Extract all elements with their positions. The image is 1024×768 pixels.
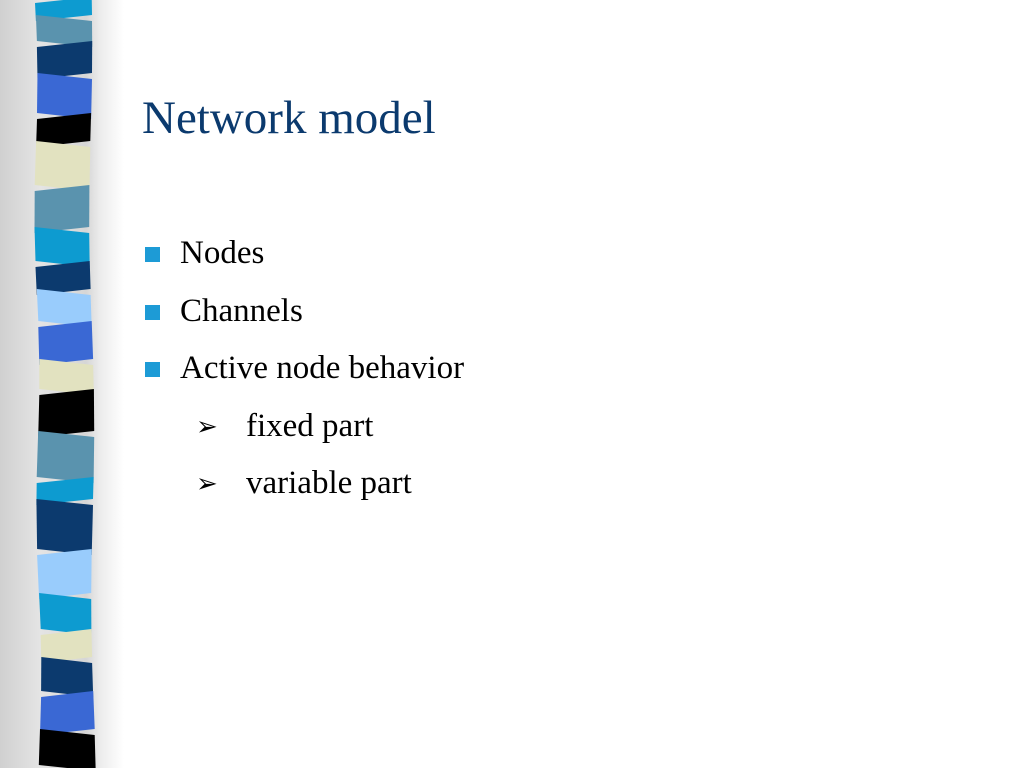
stripe-band bbox=[38, 729, 96, 768]
stripe-band bbox=[35, 261, 91, 295]
stripe-band bbox=[40, 629, 93, 663]
stripe-band bbox=[35, 15, 93, 47]
bullet-text: Nodes bbox=[180, 235, 265, 271]
decorative-stripe-border bbox=[34, 0, 96, 768]
stripe-band bbox=[40, 691, 95, 735]
stripe-band bbox=[36, 289, 92, 327]
stripe-band bbox=[36, 499, 93, 555]
square-bullet-icon bbox=[145, 304, 160, 320]
bullet-item: Channels bbox=[142, 288, 464, 346]
stripe-band bbox=[39, 593, 92, 635]
bullet-text: Active node behavior bbox=[180, 350, 465, 386]
stripe-band bbox=[34, 185, 90, 233]
stripe-band bbox=[36, 41, 93, 79]
bullet-item: Active node behavior bbox=[142, 345, 464, 403]
stripe-band bbox=[36, 431, 95, 483]
sub-bullet-item: ➢ variable part bbox=[142, 460, 464, 518]
bullet-list: Nodes Channels Active node behavior ➢ fi… bbox=[142, 230, 464, 518]
sub-bullet-text: fixed part bbox=[246, 407, 374, 444]
stripe-band bbox=[37, 73, 92, 119]
stripe-band bbox=[38, 321, 94, 365]
stripe-band bbox=[36, 113, 92, 147]
stripe-band bbox=[36, 477, 94, 505]
stripe-band bbox=[35, 0, 92, 21]
bullet-item: Nodes bbox=[142, 230, 464, 288]
stripe-band bbox=[34, 227, 90, 267]
stripe-band bbox=[34, 141, 91, 191]
square-bullet-icon bbox=[145, 247, 160, 262]
arrowhead-bullet-icon: ➢ bbox=[196, 411, 218, 442]
sub-bullet-text: variable part bbox=[246, 465, 412, 501]
slide-title: Network model bbox=[142, 92, 436, 144]
bullet-text: Channels bbox=[180, 292, 303, 329]
sub-bullet-item: ➢ fixed part bbox=[142, 403, 464, 461]
stripe-band bbox=[39, 359, 94, 395]
stripe-band bbox=[37, 549, 92, 599]
stripe-band bbox=[38, 389, 95, 437]
stripe-band bbox=[41, 657, 94, 697]
square-bullet-icon bbox=[145, 362, 160, 377]
arrowhead-bullet-icon: ➢ bbox=[196, 469, 218, 499]
